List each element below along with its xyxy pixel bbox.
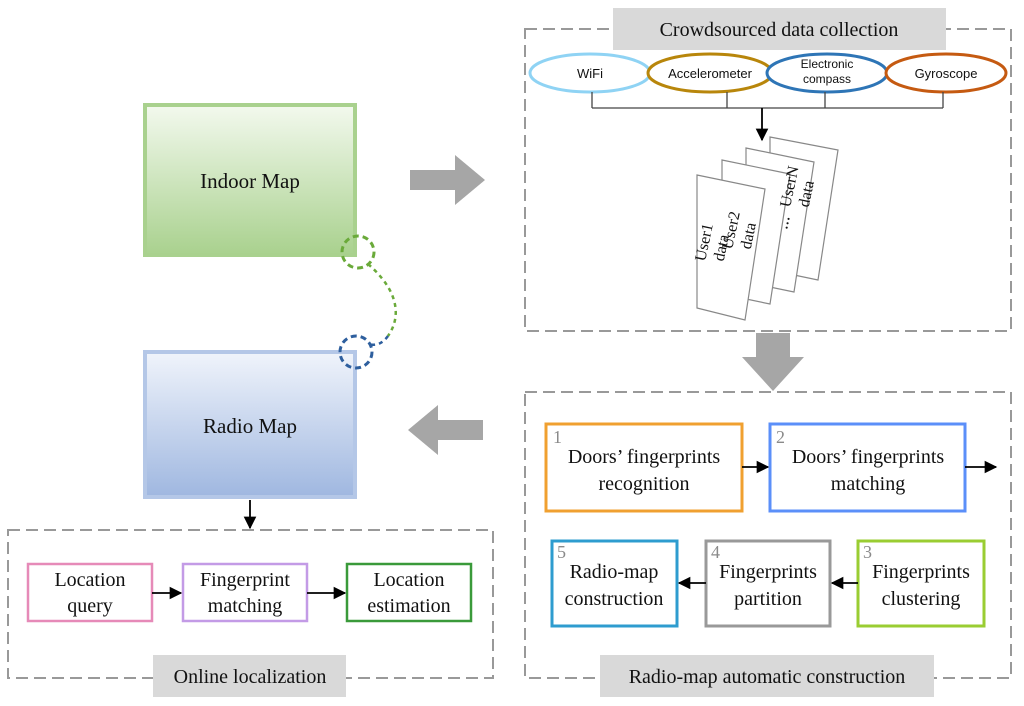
step-arrows [677, 460, 998, 590]
indoor-map-label: Indoor Map [200, 169, 300, 193]
step-5-line2: construction [565, 588, 664, 610]
user1-sheet [696, 174, 766, 321]
arrow-to-radio-map [408, 405, 483, 455]
radio-map-label: Radio Map [203, 414, 297, 438]
step-5-number: 5 [557, 542, 566, 562]
step-4-line1: Fingerprints [719, 561, 817, 583]
step-1-box: 1 Doors’ fingerprints recognition [544, 422, 744, 513]
location-query-box: Location query [26, 562, 154, 623]
step-2-box: 2 Doors’ fingerprints matching [768, 422, 967, 513]
online-title: Online localization [174, 666, 327, 688]
fingerprint-matching-box: Fingerprint matching [181, 562, 309, 623]
user-data-stack: User1 data User2 data ... UserN data [692, 136, 839, 321]
crowdsourced-title: Crowdsourced data collection [660, 19, 899, 41]
step-1-line1: Doors’ fingerprints [568, 446, 721, 468]
gyroscope-sensor [884, 52, 1008, 94]
step-5-line1: Radio-map [570, 561, 659, 583]
ellipsis-text: ... [771, 213, 793, 230]
step-4-number: 4 [711, 542, 720, 562]
arrow-to-construction [742, 333, 804, 391]
step-3-line2: clustering [882, 588, 961, 610]
location-estimation-box: Location estimation [345, 562, 473, 623]
arrow-to-collection [410, 155, 485, 205]
step-2-line2: matching [831, 473, 905, 495]
construction-panel: Radio-map automatic construction 1 Doors… [524, 391, 1012, 697]
step-3-line1: Fingerprints [872, 561, 970, 583]
step-5-box: 5 Radio-map construction [550, 539, 679, 628]
fingerprint-matching-line2: matching [208, 595, 282, 617]
accelerometer-label: Accelerometer [668, 66, 752, 81]
step-4-box: 4 Fingerprints partition [704, 539, 832, 628]
wifi-label: WiFi [577, 66, 603, 81]
location-query-line1: Location [54, 569, 125, 591]
location-estimation-line1: Location [373, 569, 444, 591]
step-1-number: 1 [553, 427, 562, 447]
map-link-connector [338, 234, 397, 370]
step-1-line2: recognition [598, 473, 689, 495]
step-2-number: 2 [776, 427, 785, 447]
construction-title: Radio-map automatic construction [629, 666, 906, 688]
sensor-merge-lines [591, 92, 944, 142]
location-estimation-line2: estimation [367, 595, 450, 617]
step-4-line2: partition [734, 588, 802, 610]
step-2-line1: Doors’ fingerprints [792, 446, 945, 468]
step-3-box: 3 Fingerprints clustering [856, 539, 986, 628]
userN-text: UserN data [777, 161, 821, 213]
location-query-line2: query [67, 595, 113, 617]
fingerprint-matching-line1: Fingerprint [200, 569, 290, 591]
indoor-map-box: Indoor Map [143, 103, 357, 257]
crowdsourced-collection-panel: Crowdsourced data collection WiFi Accele… [524, 8, 1012, 332]
step-3-number: 3 [863, 542, 872, 562]
gyroscope-label: Gyroscope [915, 66, 978, 81]
online-localization-panel: Online localization Location query Finge… [7, 529, 494, 697]
radio-map-box: Radio Map [143, 350, 357, 499]
